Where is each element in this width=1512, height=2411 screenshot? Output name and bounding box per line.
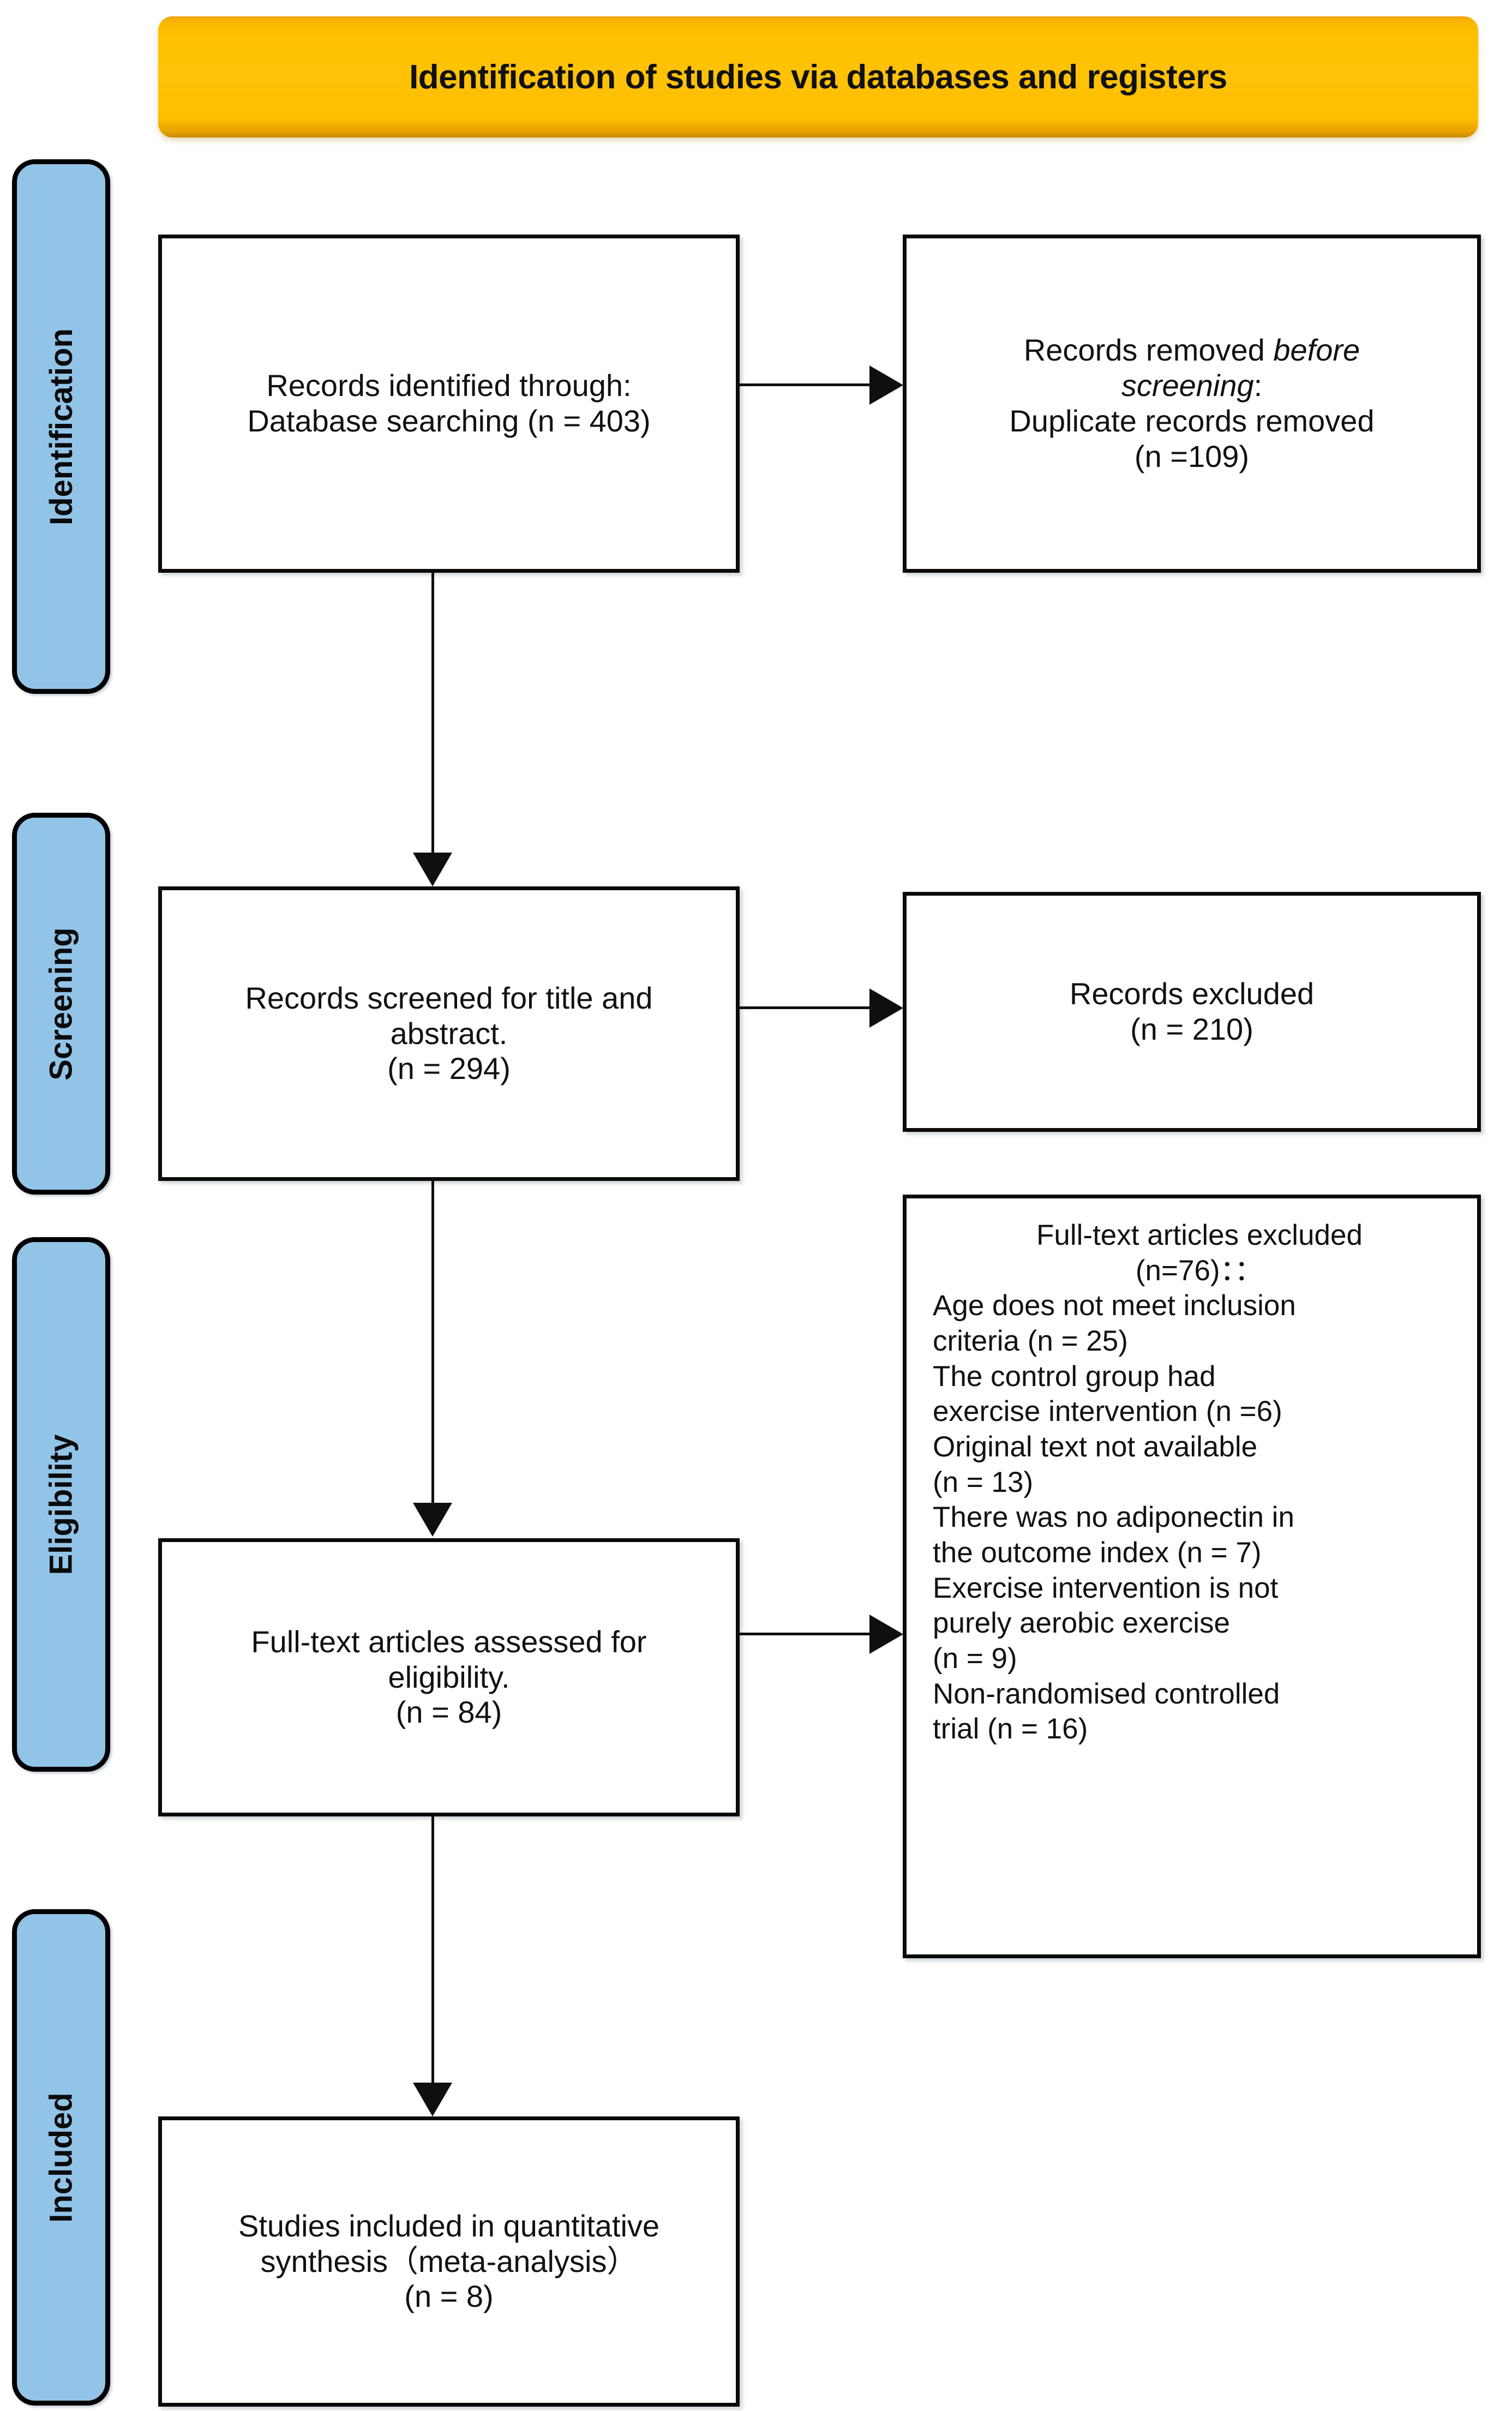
exclusion-reason-line: Original text not available (933, 1430, 1258, 1463)
records-removed-line-3: Duplicate records removed (1009, 404, 1375, 438)
records-removed-colon: : (1253, 368, 1263, 403)
diagram-title-banner: Identification of studies via databases … (158, 16, 1478, 137)
studies-included-line-1: Studies included in quantitative (238, 2208, 660, 2243)
records-removed-line-2: screening: (907, 368, 1477, 404)
box-records-excluded: Records excluded (n = 210) (903, 892, 1481, 1132)
exclusion-reason-line: the outcome index (n = 7) (933, 1536, 1262, 1569)
exclusion-reason-line: exercise intervention (n =6) (933, 1395, 1282, 1428)
arrow-right-icon (869, 988, 903, 1028)
exclusion-reason-line: criteria (n = 25) (933, 1324, 1128, 1357)
box-studies-included: Studies included in quantitative synthes… (158, 2116, 740, 2407)
stage-band-included: Included (12, 1909, 110, 2406)
box-records-removed: Records removed before screening: Duplic… (903, 235, 1481, 573)
records-removed-line-1: Records removed before (907, 333, 1477, 368)
arrow-right-icon (869, 365, 903, 405)
connector-identified-to-screened (431, 573, 434, 856)
connector-screened-to-excluded (740, 1006, 872, 1009)
exclusion-reason-line: Age does not meet inclusion (933, 1290, 1296, 1322)
box-fulltext-assessed: Full-text articles assessed for eligibil… (158, 1538, 740, 1816)
stage-label-included: Included (43, 2092, 79, 2223)
exclusion-reason-line: trial (n = 16) (933, 1713, 1088, 1746)
exclusion-reason-line: (n = 9) (933, 1642, 1017, 1675)
records-identified-line-2: Database searching (n = 403) (247, 404, 651, 438)
records-removed-italic-before: before (1273, 333, 1360, 368)
records-screened-line-1: Records screened for title and (245, 980, 653, 1015)
exclusion-reason-line: Non-randomised controlled (933, 1677, 1280, 1710)
records-removed-line-4: (n =109) (1134, 439, 1250, 473)
stage-label-identification: Identification (43, 328, 79, 525)
box-records-identified: Records identified through: Database sea… (158, 235, 740, 573)
exclusion-reason-line: (n = 13) (933, 1466, 1034, 1498)
studies-included-line-3: (n = 8) (404, 2279, 494, 2314)
records-screened-line-3: (n = 294) (387, 1051, 511, 1086)
connector-fulltext-to-included (431, 1816, 434, 2084)
stage-band-identification: Identification (12, 159, 110, 694)
records-removed-prefix: Records removed (1023, 333, 1274, 368)
connector-screened-to-fulltext (431, 1181, 434, 1503)
fulltext-assessed-line-1: Full-text articles assessed for (251, 1624, 647, 1659)
arrow-down-icon (413, 1503, 452, 1537)
box-exclusion-reasons: Full-text articles excluded (n=76)：： Age… (903, 1195, 1481, 1958)
fulltext-assessed-line-3: (n = 84) (395, 1695, 502, 1730)
records-excluded-line-2: (n = 210) (1130, 1012, 1253, 1046)
arrow-down-icon (413, 2083, 452, 2116)
studies-included-line-2: synthesis（meta-analysis） (260, 2244, 638, 2278)
connector-fulltext-to-reasons (740, 1633, 872, 1635)
records-identified-line-1: Records identified through: (266, 368, 632, 403)
arrow-right-icon (869, 1615, 903, 1654)
exclusion-reason-line: Exercise intervention is not (933, 1572, 1279, 1604)
connector-identified-to-removed (740, 383, 872, 386)
exclusion-reason-line: There was no adiponectin in (933, 1501, 1294, 1534)
exclusion-reasons-heading-1: Full-text articles excluded (1036, 1219, 1363, 1251)
exclusion-reason-line: purely aerobic exercise (933, 1607, 1230, 1640)
fulltext-assessed-line-2: eligibility. (388, 1659, 510, 1694)
stage-label-eligibility: Eligibility (43, 1434, 79, 1575)
exclusion-reasons-heading-2: (n=76)：： (1135, 1254, 1264, 1287)
exclusion-reason-line: The control group had (933, 1360, 1216, 1393)
box-records-screened: Records screened for title and abstract.… (158, 886, 740, 1181)
stage-band-eligibility: Eligibility (12, 1237, 110, 1772)
page-title: Identification of studies via databases … (409, 58, 1227, 96)
arrow-down-icon (413, 853, 452, 886)
records-excluded-line-1: Records excluded (1069, 976, 1315, 1011)
records-screened-line-2: abstract. (390, 1016, 508, 1051)
stage-label-screening: Screening (43, 927, 79, 1081)
records-removed-italic-screening: screening (1121, 368, 1254, 403)
stage-band-screening: Screening (12, 813, 110, 1195)
